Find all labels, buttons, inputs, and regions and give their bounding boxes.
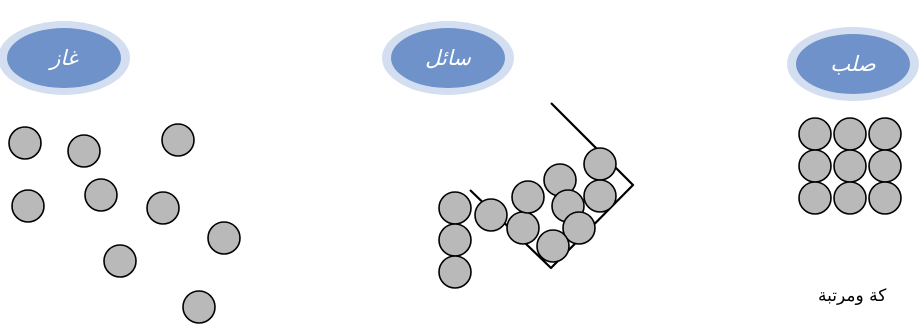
liquid-particle [583,179,617,213]
solid-particle [868,117,902,151]
solid-particle [868,149,902,183]
solid-description-text: كة ومرتبة [818,286,887,306]
liquid-particle [438,255,472,289]
gas-label: غاز [47,46,79,71]
solid-particle [798,181,832,215]
gas-particle [146,191,180,225]
liquid-particle [583,147,617,181]
gas-particle [182,290,216,324]
solid-particle [868,181,902,215]
gas-badge-inner [7,28,121,88]
gas-particle [8,126,42,160]
solid-badge: صلب [787,27,919,101]
gas-particle [11,189,45,223]
gas-particles [8,123,241,324]
liquid-particle [536,229,570,263]
gas-particle [67,134,101,168]
solid-particles [798,117,902,215]
gas-badge: غاز [0,21,130,95]
gas-particle [161,123,195,157]
liquid-badge: سائل [382,21,514,95]
solid-particle [833,181,867,215]
liquid-particle [511,180,545,214]
solid-label: صلب [830,52,876,76]
gas-particle [84,178,118,212]
liquid-particles [438,147,617,289]
solid-particle [833,117,867,151]
solid-particle [798,149,832,183]
solid-badge-inner [796,34,910,94]
liquid-particle [474,198,508,232]
liquid-label: سائل [425,46,471,70]
liquid-particle [438,191,472,225]
liquid-particle [438,223,472,257]
gas-particle [103,244,137,278]
solid-particle [833,149,867,183]
liquid-particle [562,211,596,245]
liquid-particle [506,211,540,245]
solid-particle [798,117,832,151]
liquid-badge-inner [391,28,505,88]
gas-particle [207,221,241,255]
